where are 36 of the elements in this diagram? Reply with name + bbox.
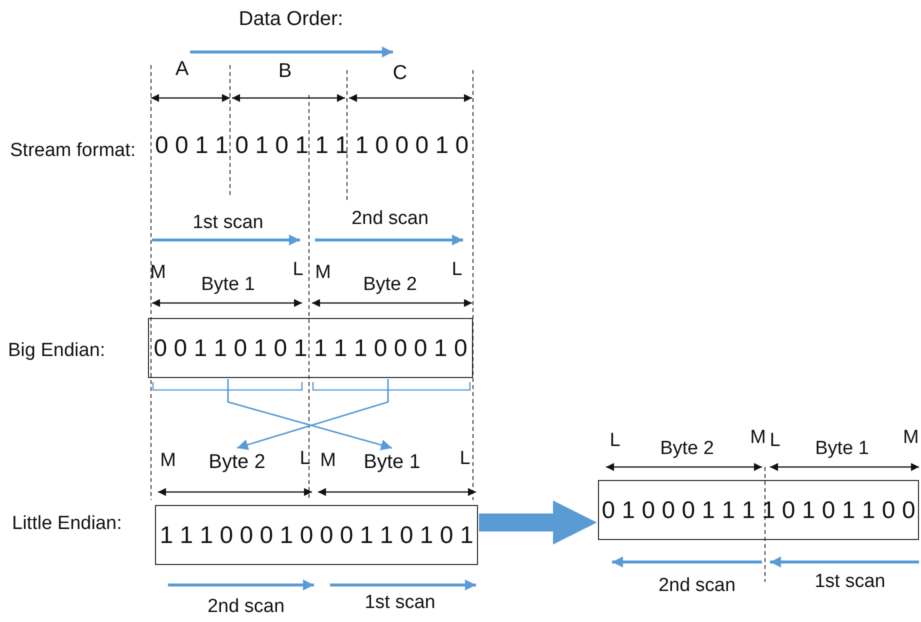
lsb-mark: L <box>460 448 470 470</box>
byte-label: Byte 1 <box>357 448 427 476</box>
byte-label: Byte 2 <box>202 448 272 476</box>
scan-label: 2nd scan <box>351 208 429 230</box>
msb-mark: M <box>903 427 919 449</box>
msb-mark: M <box>315 262 331 284</box>
segment-letter: C <box>392 62 408 85</box>
lsb-mark: L <box>452 259 462 281</box>
scan-label: 1st scan <box>364 592 436 614</box>
lsb-mark: L <box>300 448 310 470</box>
row-label: Big Endian: <box>8 340 106 362</box>
byte-label: Byte 1 <box>201 274 255 296</box>
row-label: Little Endian: <box>12 513 122 535</box>
byte-label: Byte 2 <box>660 438 714 460</box>
msb-mark: M <box>320 450 336 472</box>
bit-string: 0 0 1 1 0 1 0 1 1 1 1 0 0 0 1 0 <box>155 132 469 160</box>
row-label: Stream format: <box>10 140 136 162</box>
msb-mark: M <box>150 262 166 284</box>
segment-letter: A <box>175 58 189 81</box>
byte-label: Byte 2 <box>363 274 417 296</box>
segment-letter: B <box>278 60 292 83</box>
scan-label: 1st scan <box>192 212 264 234</box>
msb-mark: M <box>750 427 766 449</box>
bit-register: 0 0 1 1 0 1 0 1 1 1 1 0 0 0 1 0 <box>148 318 473 378</box>
heading: Data Order: <box>238 8 344 31</box>
scan-label: 2nd scan <box>207 596 285 618</box>
bit-register: 0 1 0 0 0 1 1 1 1 0 1 0 1 1 0 0 <box>598 480 919 540</box>
scan-label: 1st scan <box>814 571 886 593</box>
lsb-mark: L <box>610 430 620 452</box>
scan-label: 2nd scan <box>658 575 736 597</box>
bit-register: 1 1 1 0 0 0 1 0 0 0 1 1 0 1 0 1 <box>155 505 478 565</box>
lsb-mark: L <box>770 430 780 452</box>
msb-mark: M <box>160 450 176 472</box>
byte-label: Byte 1 <box>815 438 869 460</box>
lsb-mark: L <box>292 259 304 281</box>
block-arrow <box>479 500 597 544</box>
